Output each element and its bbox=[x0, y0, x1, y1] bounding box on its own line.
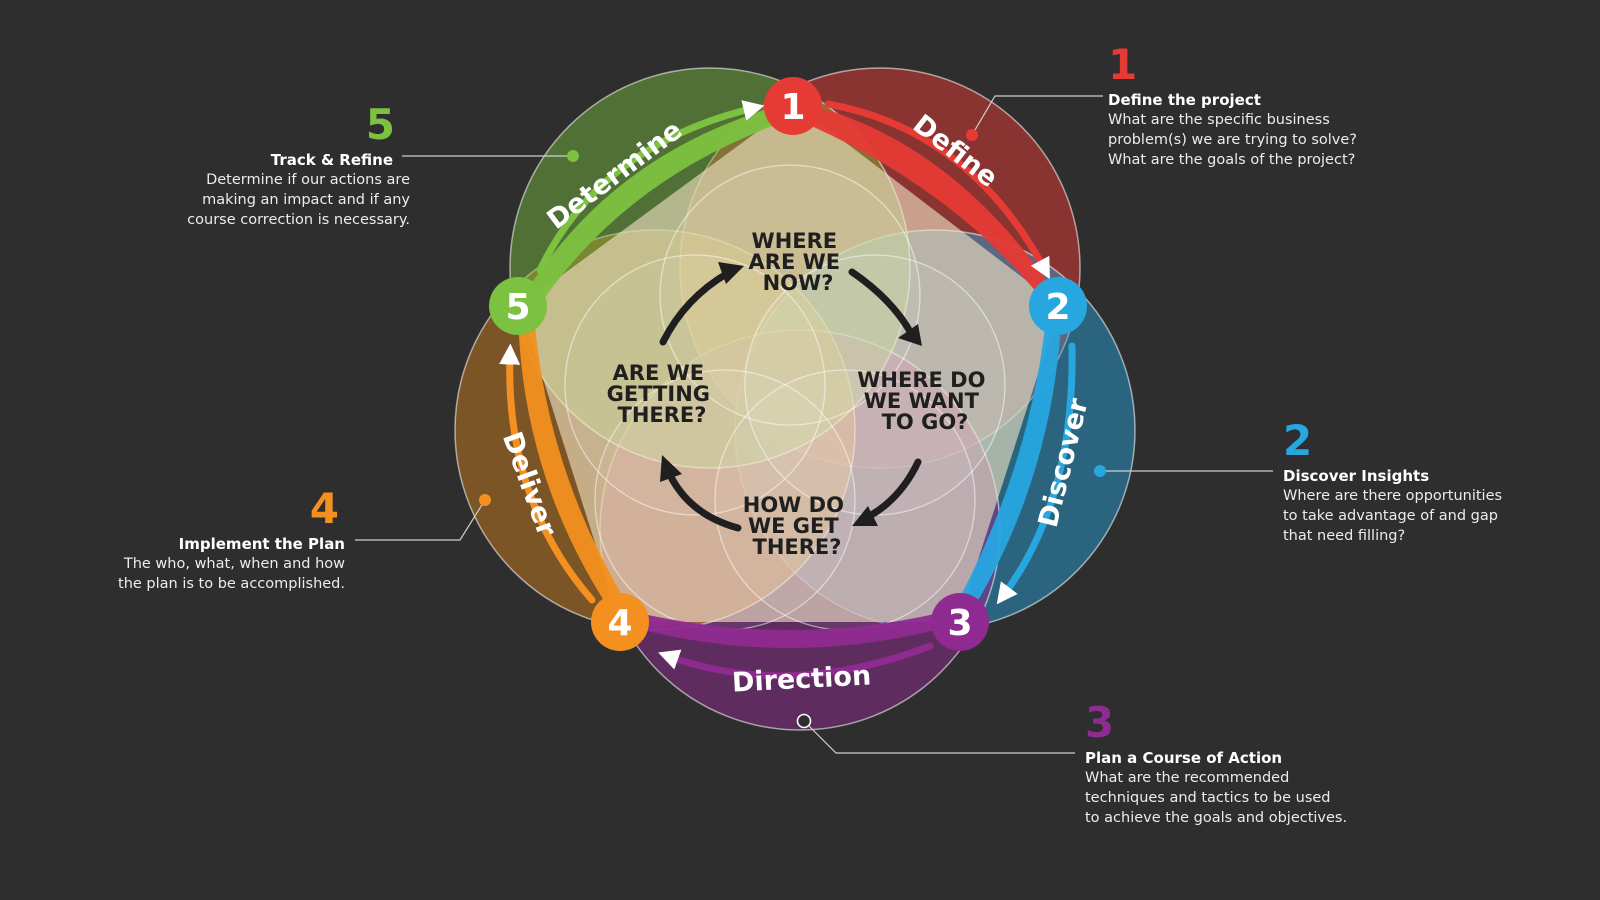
svg-text:2: 2 bbox=[1045, 287, 1070, 328]
determine-band bbox=[520, 102, 795, 312]
callout-define-title: Define the project bbox=[1108, 91, 1261, 109]
leader-dot-deliver bbox=[479, 494, 491, 506]
callout-discover-number: 2 bbox=[1283, 416, 1313, 465]
node-4: 4 bbox=[591, 593, 649, 651]
inner-rings bbox=[564, 164, 1006, 631]
callout-discover: 2 Discover Insights Where are there oppo… bbox=[1283, 420, 1502, 546]
callout-deliver-title: Implement the Plan bbox=[178, 535, 345, 553]
leader-dot-direction bbox=[796, 713, 812, 729]
leader-dot-define bbox=[966, 129, 978, 141]
leader-direction bbox=[803, 720, 1075, 754]
node-2: 2 bbox=[1029, 277, 1087, 335]
leader-dot-discover bbox=[1094, 465, 1106, 477]
deliver-band bbox=[518, 308, 632, 622]
callout-discover-desc: Where are there opportunities to take ad… bbox=[1283, 488, 1503, 544]
callout-direction: 3 Plan a Course of Action What are the r… bbox=[1085, 702, 1347, 828]
direction-band bbox=[620, 610, 958, 648]
callout-deliver: 4 Implement the Plan The who, what, when… bbox=[100, 488, 345, 594]
question-how-do-we-get-there: HOW DO WE GET THERE? bbox=[743, 493, 852, 559]
callout-determine-number: 5 bbox=[365, 100, 395, 149]
node-3: 3 bbox=[931, 593, 989, 651]
inner-arrow-top-left bbox=[659, 269, 732, 346]
center-pentagon bbox=[520, 104, 1060, 622]
callout-determine-title: Track & Refine bbox=[270, 151, 393, 169]
callout-discover-title: Discover Insights bbox=[1283, 467, 1430, 485]
discover-band bbox=[950, 306, 1062, 622]
callout-direction-desc: What are the recommended techniques and … bbox=[1085, 770, 1348, 826]
inner-arrow-top-right bbox=[848, 268, 916, 339]
define-band bbox=[798, 102, 1060, 312]
callout-direction-number: 3 bbox=[1085, 698, 1115, 747]
callout-determine-desc: Determine if our actions are making an i… bbox=[187, 172, 410, 228]
callout-direction-title: Plan a Course of Action bbox=[1085, 749, 1283, 767]
svg-text:3: 3 bbox=[947, 603, 972, 644]
callout-define-desc: What are the specific business problem(s… bbox=[1108, 112, 1357, 168]
define-arrow bbox=[824, 100, 1050, 280]
svg-text:5: 5 bbox=[505, 287, 530, 328]
arc-label-direction: Direction bbox=[731, 660, 872, 698]
leader-deliver bbox=[355, 499, 486, 541]
determine-arrow bbox=[536, 100, 765, 274]
callout-deliver-desc: The who, what, when and how the plan is … bbox=[118, 556, 345, 592]
leader-dot-determine bbox=[567, 150, 579, 162]
svg-text:1: 1 bbox=[780, 87, 805, 128]
inner-arrowhead-1 bbox=[898, 324, 922, 346]
question-where-are-we-now: WHERE ARE WE NOW? bbox=[749, 229, 848, 295]
callout-define: 1 Define the project What are the specif… bbox=[1108, 44, 1357, 170]
direction-arrow bbox=[658, 642, 934, 680]
node-1: 1 bbox=[764, 77, 822, 135]
callout-define-number: 1 bbox=[1108, 40, 1138, 89]
discover-arrow bbox=[996, 342, 1076, 605]
inner-arrowhead-2 bbox=[852, 506, 878, 526]
inner-arrow-bottom-left bbox=[666, 471, 742, 532]
leader-define bbox=[971, 95, 1103, 136]
inner-arrowhead-3 bbox=[660, 455, 682, 482]
callout-determine: 5 Track & Refine Determine if our action… bbox=[160, 104, 410, 230]
question-where-do-we-want-to-go: WHERE DO WE WANT TO GO? bbox=[857, 368, 993, 434]
question-are-we-getting-there: ARE WE GETTING THERE? bbox=[607, 361, 718, 427]
inner-arrowhead-4 bbox=[718, 262, 744, 284]
node-5: 5 bbox=[489, 277, 547, 335]
callout-deliver-number: 4 bbox=[309, 484, 339, 533]
svg-text:4: 4 bbox=[607, 603, 632, 644]
deliver-arrow bbox=[499, 343, 596, 604]
